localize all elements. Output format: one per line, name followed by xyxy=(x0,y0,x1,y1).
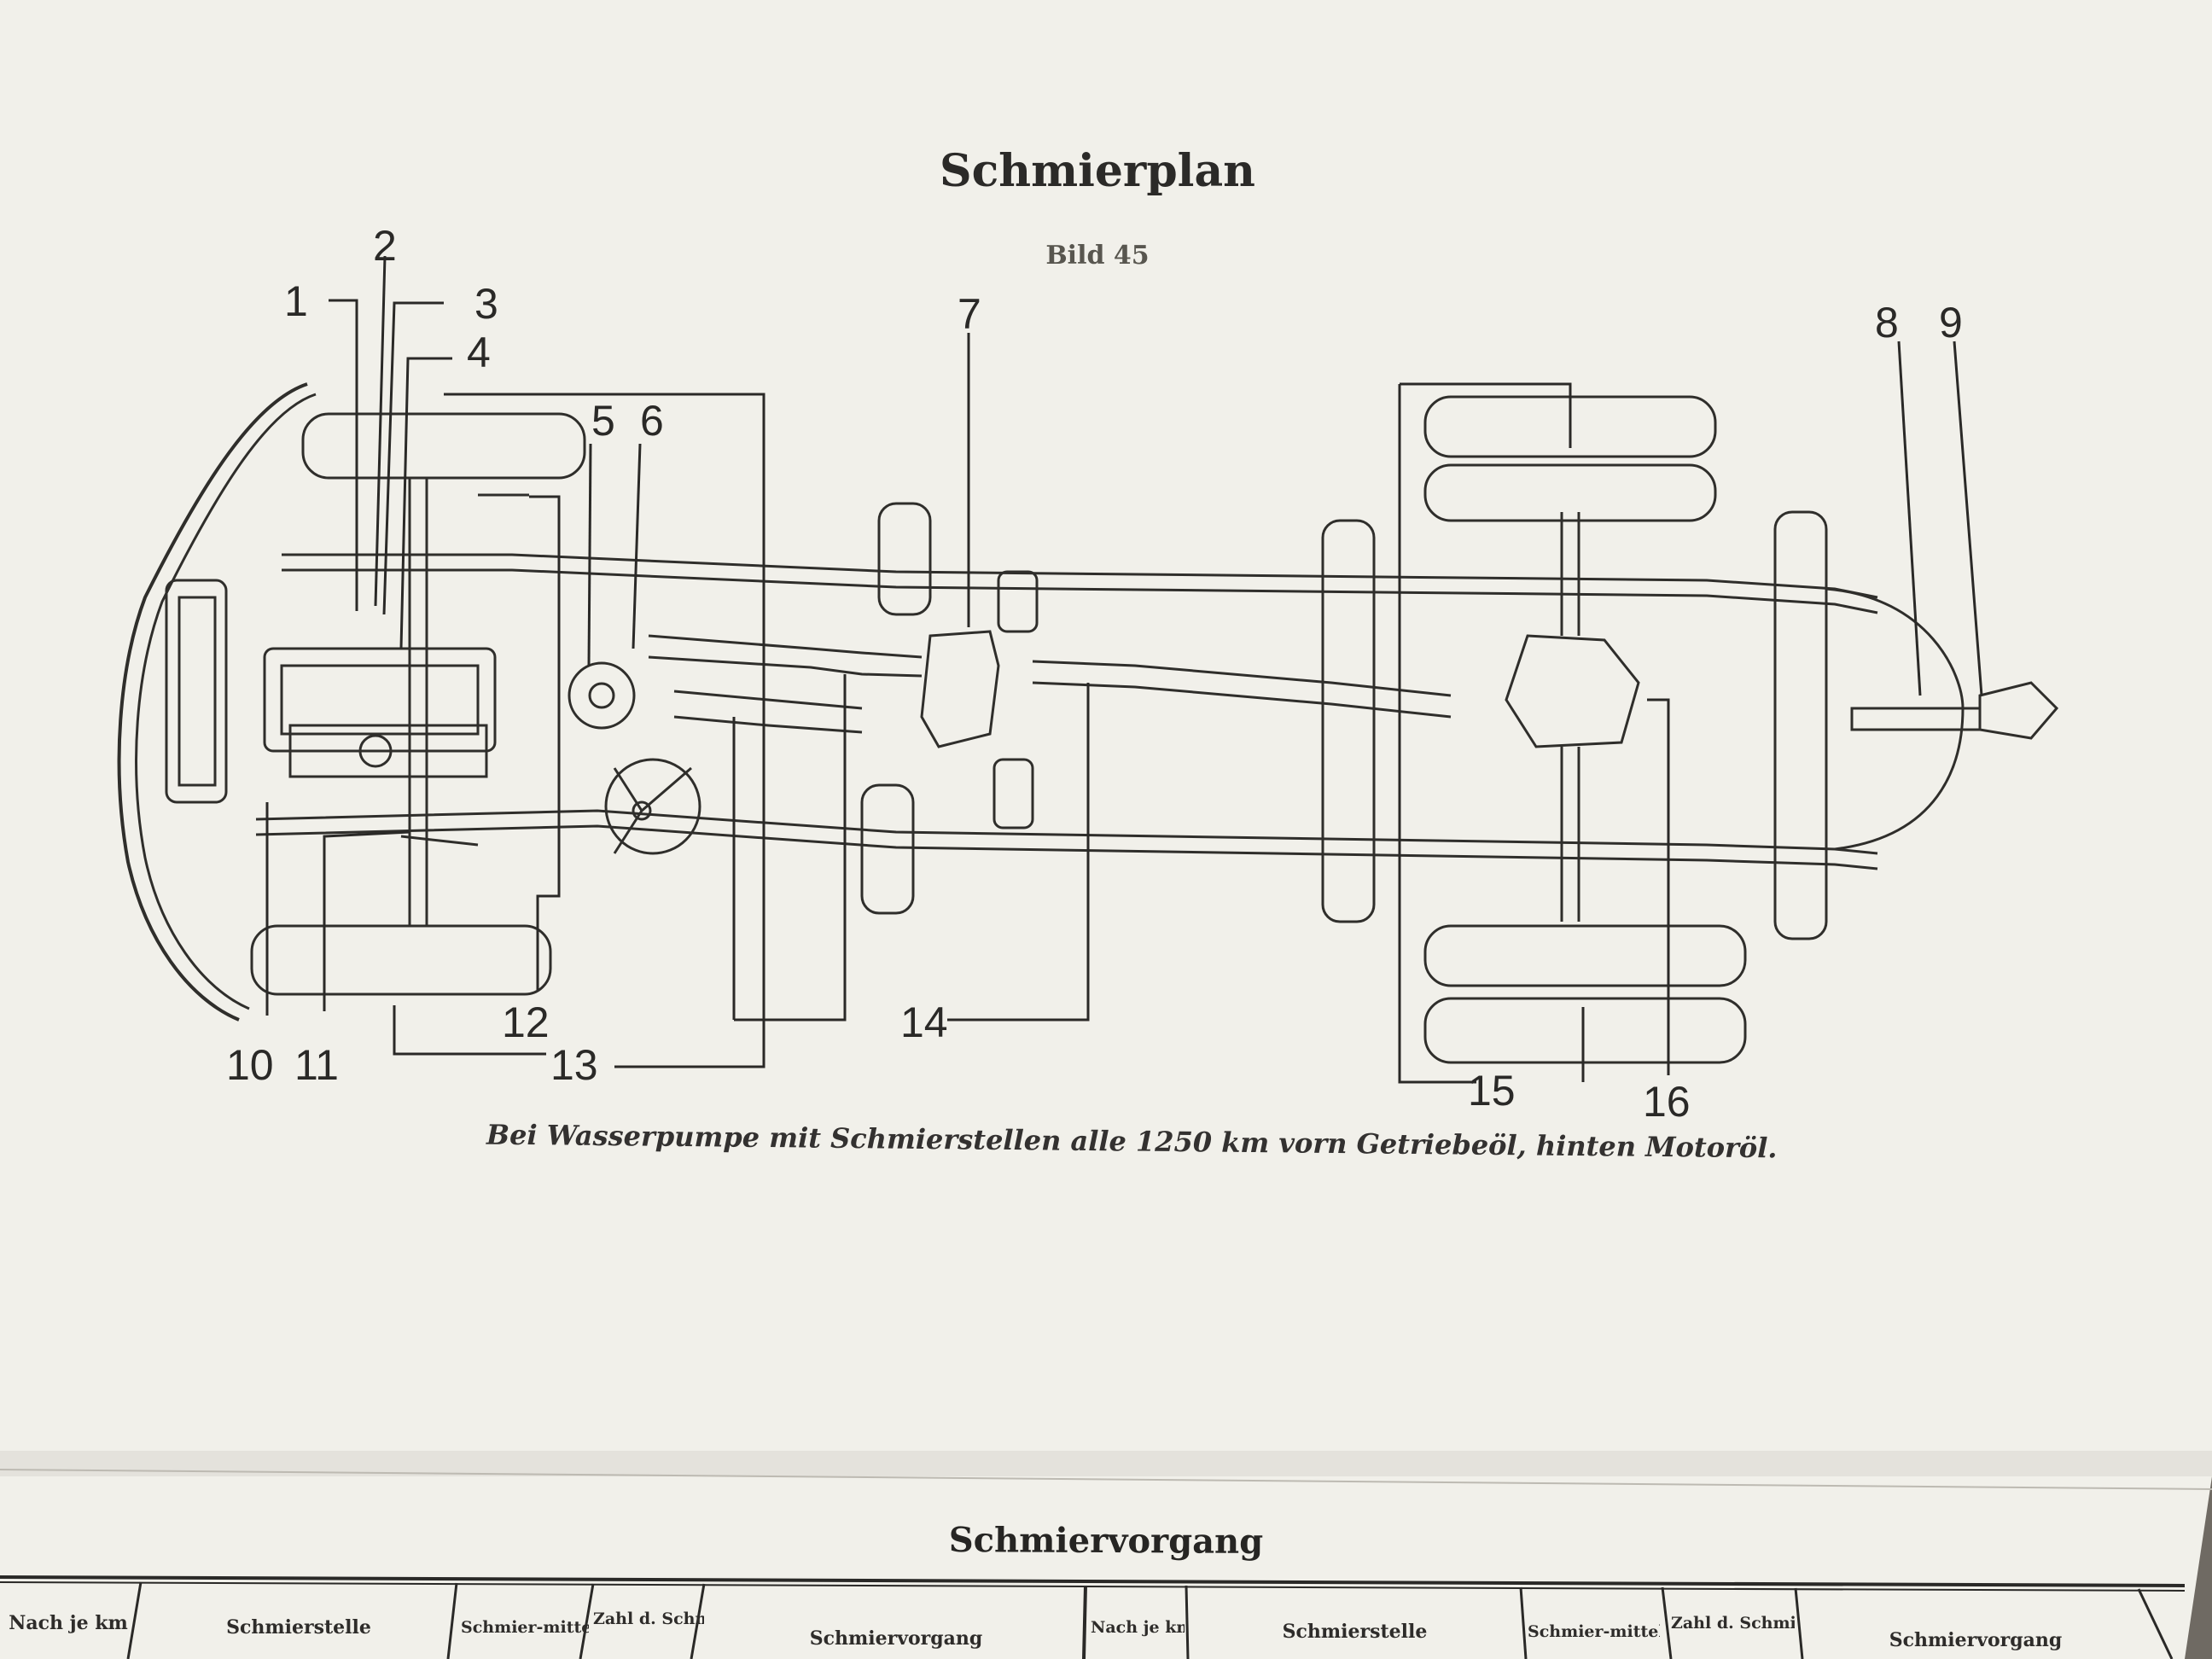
page-fold-line xyxy=(0,1469,2212,1490)
transfer-box xyxy=(920,630,1000,748)
middle-wheel-bottom xyxy=(860,783,915,915)
column-header-lubrication-point-left: Schmierstelle xyxy=(226,1617,371,1638)
column-header-interval-right: Nach je km xyxy=(1091,1618,1185,1637)
front-wheel-bottom xyxy=(250,924,552,996)
right-frame-rail xyxy=(255,809,1878,855)
callout-5: 5 xyxy=(591,397,615,445)
drive-shaft-lower xyxy=(673,690,863,710)
callout-8: 8 xyxy=(1875,299,1899,346)
column-header-interval-left: Nach je km xyxy=(9,1613,128,1633)
callout-6: 6 xyxy=(640,397,664,445)
callout-leaders xyxy=(265,255,1983,1084)
callout-numbers: 1 2 3 4 5 6 7 8 9 10 11 12 13 14 15 16 xyxy=(226,222,1963,1126)
middle-wheel-top xyxy=(877,502,932,616)
column-header-lubricant-left: Schmier-mittel xyxy=(461,1618,589,1637)
callout-4: 4 xyxy=(467,329,491,376)
callout-7: 7 xyxy=(958,290,981,338)
rear-drive-shaft xyxy=(1032,660,1452,697)
column-header-procedure-left: Schmiervorgang xyxy=(809,1628,983,1649)
rear-wheel-top-inner xyxy=(1423,463,1717,522)
callout-3: 3 xyxy=(474,280,498,328)
callout-13: 13 xyxy=(550,1041,598,1089)
callout-14: 14 xyxy=(900,998,948,1046)
column-header-count-right: Zahl d. Schmier- xyxy=(1671,1614,1795,1633)
callout-2: 2 xyxy=(373,222,397,270)
steering-wheel xyxy=(604,758,701,855)
front-wheel-top xyxy=(301,412,586,480)
callout-10: 10 xyxy=(226,1041,274,1089)
drive-shaft-upper xyxy=(648,634,923,659)
figure-label: Bild 45 xyxy=(1045,241,1150,271)
column-header-lubrication-point-right: Schmierstelle xyxy=(1282,1621,1428,1642)
rear-wheel-bottom-inner xyxy=(1423,924,1747,987)
column-header-lubricant-right: Schmier-mittel xyxy=(1528,1622,1660,1641)
engine-block xyxy=(263,647,497,753)
callout-9: 9 xyxy=(1939,299,1963,346)
column-header-procedure-right: Schmiervorgang xyxy=(1889,1630,2063,1650)
callout-11: 11 xyxy=(294,1041,339,1089)
page-title: Schmierplan xyxy=(940,145,1255,197)
chassis-diagram xyxy=(117,382,2059,1064)
rear-wheel-bottom-outer xyxy=(1423,997,1747,1064)
column-header-count-left: Zahl d. Schmier- xyxy=(593,1610,704,1628)
rear-differential xyxy=(1505,634,1640,748)
front-bumper xyxy=(117,382,308,1022)
callout-1: 1 xyxy=(284,277,308,325)
callout-12: 12 xyxy=(502,998,550,1046)
callout-15: 15 xyxy=(1468,1067,1516,1115)
radiator xyxy=(165,579,228,804)
schmiervorgang-table-grid xyxy=(0,1575,2186,1659)
callout-16: 16 xyxy=(1643,1078,1691,1126)
gearbox-housing xyxy=(568,661,636,730)
